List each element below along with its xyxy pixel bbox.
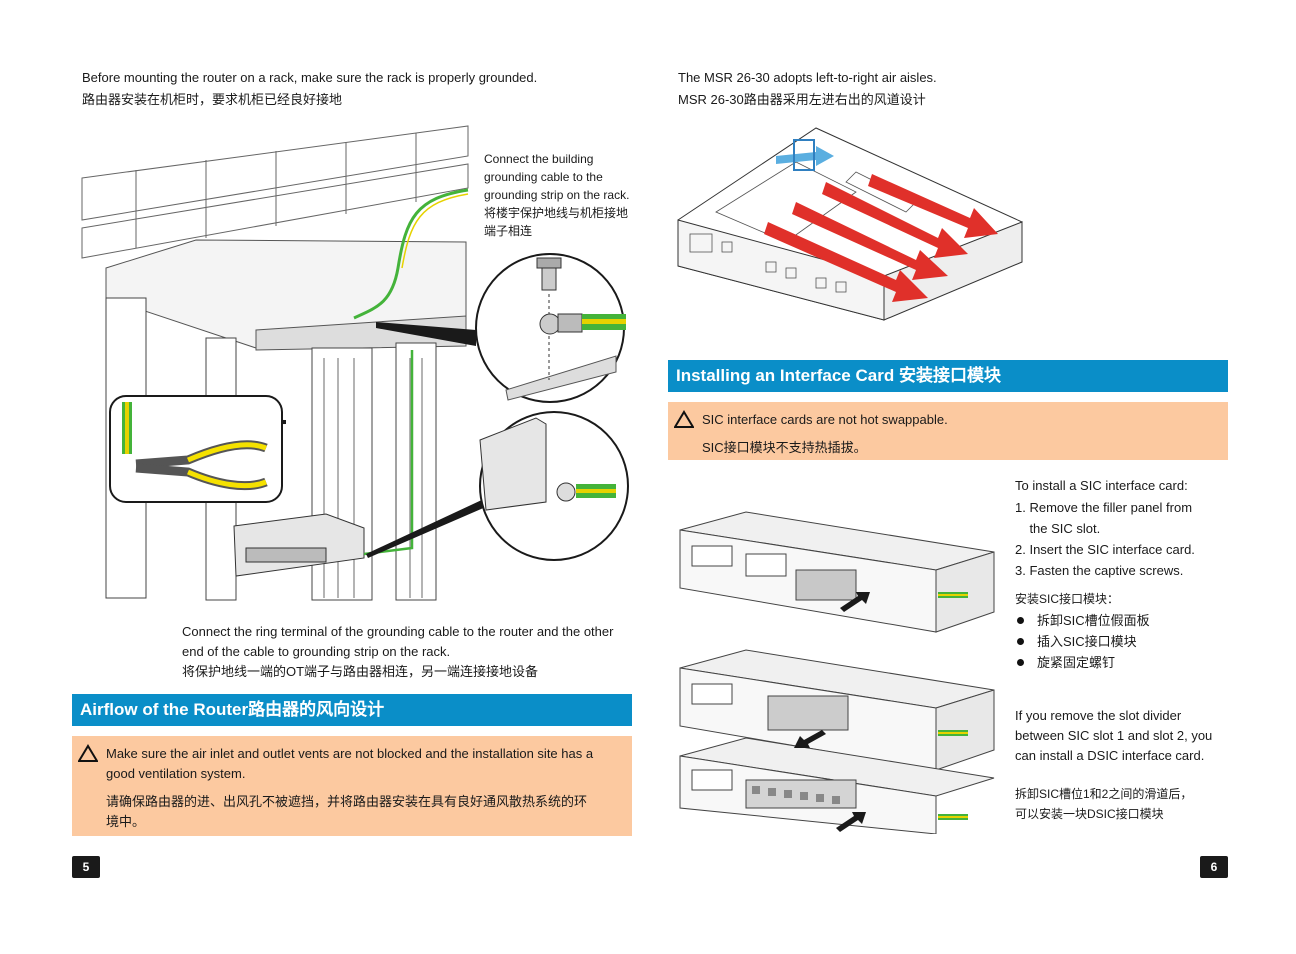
warning-triangle-icon [78, 744, 98, 762]
zoom-router-rear [479, 411, 629, 561]
right-air-en: The MSR 26-30 adopts left-to-right air a… [678, 70, 937, 85]
router-airflow-illustration [677, 127, 1023, 321]
step-zh-3: 旋紧固定螺钉 [1015, 652, 1150, 673]
sic-install-illustration [679, 511, 995, 834]
step-zh-2: 插入SIC接口模块 [1015, 631, 1150, 652]
airflow-warning-note: Make sure the air inlet and outlet vents… [72, 736, 632, 836]
pliers-icon [135, 440, 268, 491]
ring-terminal-icon [539, 313, 583, 335]
install-note-en: SIC interface cards are not hot swappabl… [702, 412, 948, 427]
right-air-zh: MSR 26-30路由器采用左进右出的风道设计 [678, 92, 926, 107]
step-2: 2. Insert the SIC interface card. [1015, 542, 1195, 557]
zoom-pliers [109, 395, 283, 503]
dsic-note-en: If you remove the slot divider between S… [1015, 708, 1213, 763]
dsic-note-zh: 拆卸SIC槽位1和2之间的滑道后， 可以安装一块DSIC接口模块 [1015, 787, 1193, 821]
arrow-icon [794, 592, 870, 832]
left-intro-zh: 路由器安装在机柜时，要求机柜已经良好接地 [82, 92, 343, 107]
steps-title: To install a SIC interface card: [1015, 478, 1188, 493]
install-warning-note: SIC interface cards are not hot swappabl… [668, 402, 1228, 460]
install-section-header: Installing an Interface Card 安装接口模块 [668, 360, 1228, 392]
airflow-section-header: Airflow of the Router路由器的风向设计 [72, 694, 632, 726]
warning-triangle-icon [674, 410, 694, 428]
airflow-note-zh: 请确保路由器的进、出风孔不被遮挡，并将路由器安装在具有良好通风散热系统的环 境中… [106, 794, 588, 829]
rack-grounding-illustration [81, 125, 629, 601]
step-zh-1: 拆卸SIC槽位假面板 [1015, 610, 1150, 631]
callout-building-grounding: Connect the building grounding cable to … [484, 152, 630, 238]
caption-ring-terminal: Connect the ring terminal of the groundi… [182, 624, 614, 679]
steps-zh-title: 安装SIC接口模块： [1015, 592, 1120, 606]
page-number-right: 6 [1200, 856, 1228, 878]
install-note-zh: SIC接口模块不支持热插拔。 [702, 440, 867, 455]
page-number-left: 5 [72, 856, 100, 878]
steps-list: 1. Remove the filler panel from the SIC … [1015, 497, 1195, 581]
steps-zh-list: 拆卸SIC槽位假面板 插入SIC接口模块 旋紧固定螺钉 [1015, 610, 1150, 673]
step-3: 3. Fasten the captive screws. [1015, 563, 1184, 578]
screw-icon [536, 257, 562, 291]
zoom-ring-terminal [475, 253, 626, 403]
airflow-note-en: Make sure the air inlet and outlet vents… [106, 746, 594, 781]
step-1: 1. Remove the filler panel from the SIC … [1015, 500, 1193, 536]
left-intro-en: Before mounting the router on a rack, ma… [82, 70, 538, 85]
